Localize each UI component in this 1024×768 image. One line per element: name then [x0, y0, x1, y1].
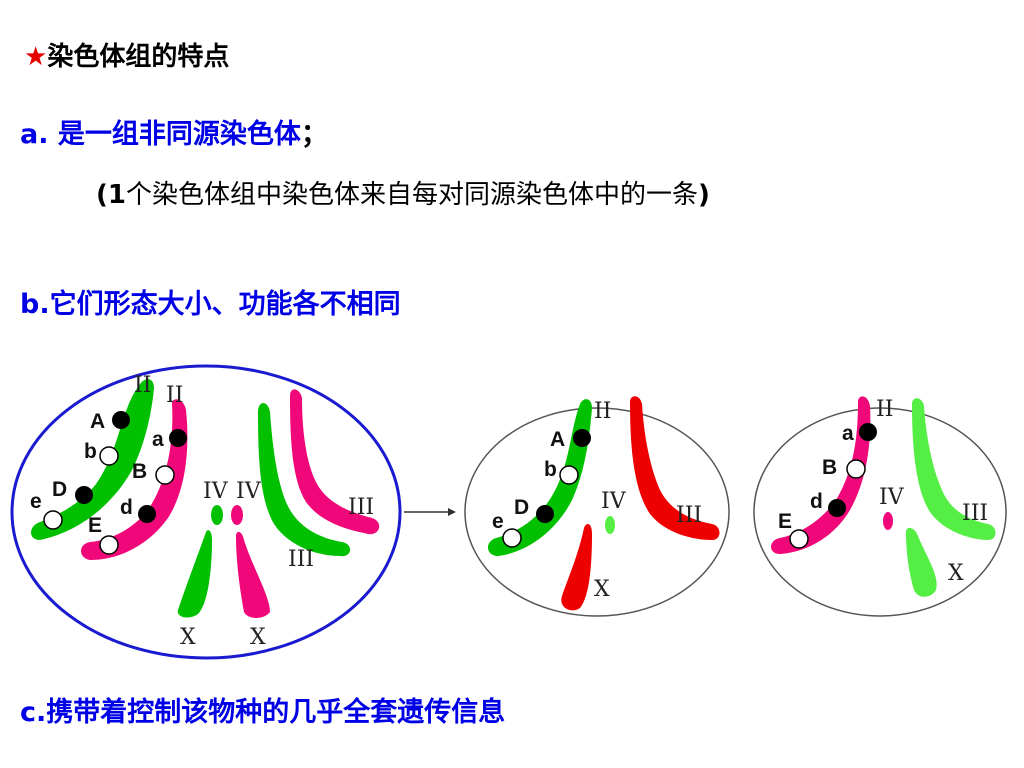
- point-a-semicolon: ；: [300, 119, 328, 150]
- label-ii-2: II: [594, 399, 611, 424]
- gene-B-label: B: [132, 460, 147, 483]
- chromosome-iii-green: [258, 403, 351, 557]
- point-c: c.携带着控制该物种的几乎全套遗传信息: [20, 697, 506, 728]
- gene-E-dot-3: [789, 529, 809, 549]
- label-ii-3: II: [876, 397, 893, 422]
- gene-d-label: d: [120, 496, 133, 519]
- gene-D-dot: [75, 486, 93, 504]
- chromosome-iv-pink: [231, 505, 243, 525]
- cell-gamete-2: [753, 407, 1007, 617]
- gene-a-label: a: [152, 428, 164, 451]
- label-iii-2: III: [676, 503, 702, 528]
- gene-E-label-3: E: [778, 510, 792, 533]
- cell-gamete-1: [464, 407, 730, 617]
- chromosome-iv-pink-3: [883, 512, 893, 530]
- chromosome-iii-red-2: [630, 396, 720, 540]
- label-iv-2: IV: [601, 489, 627, 514]
- note-body: 个染色体组中染色体来自每对同源染色体中的一条: [125, 180, 698, 210]
- chromosome-ii-pink: [81, 399, 188, 560]
- title-text: 染色体组的特点: [47, 42, 230, 72]
- label-ii-green: II: [134, 373, 151, 398]
- point-a-note: (1个染色体组中染色体来自每对同源染色体中的一条): [96, 174, 710, 211]
- gene-b-dot: [99, 446, 119, 466]
- gene-B-dot: [155, 465, 175, 485]
- gene-A-dot: [112, 411, 130, 429]
- gene-e-dot-2: [502, 528, 522, 548]
- gene-D-dot-2: [536, 505, 554, 523]
- label-x-3: X: [948, 561, 964, 586]
- gene-B-label-3: B: [822, 456, 837, 479]
- point-b: b.它们形态大小、功能各不相同: [20, 289, 401, 320]
- label-iii-pink: III: [348, 495, 374, 520]
- gene-d-label-3: d: [810, 490, 823, 513]
- label-iv-green: IV: [203, 479, 229, 504]
- gene-E-label: E: [88, 514, 102, 537]
- chromosome-x-lightgreen-3: [906, 527, 937, 597]
- chromosome-x-green: [177, 530, 212, 618]
- note-close: ): [698, 180, 710, 210]
- arrow-head-icon: [448, 508, 456, 516]
- gene-d-dot-3: [828, 499, 846, 517]
- gene-a-label-3: a: [842, 422, 854, 445]
- chromosome-x-red-2: [561, 524, 592, 611]
- gene-b-label-2: b: [544, 458, 557, 481]
- label-iii-green: III: [288, 547, 314, 572]
- chromosome-x-pink: [236, 531, 270, 618]
- gene-d-dot: [138, 505, 156, 523]
- slide-title: ★染色体组的特点: [24, 36, 229, 73]
- label-x-green: X: [180, 625, 196, 650]
- gene-b-dot-2: [559, 465, 579, 485]
- label-x-2: X: [594, 577, 610, 602]
- cell-diploid: [10, 364, 402, 660]
- gene-D-label-2: D: [514, 496, 529, 519]
- label-iv-pink: IV: [236, 479, 262, 504]
- star-icon: ★: [24, 42, 48, 72]
- gene-a-dot: [169, 429, 187, 447]
- point-a-text: a. 是一组非同源染色体: [20, 119, 301, 150]
- chromosome-iii-lightgreen-3: [912, 398, 996, 540]
- gene-E-dot: [99, 535, 119, 555]
- note-open: (1: [96, 180, 126, 210]
- gene-a-dot-3: [859, 423, 877, 441]
- label-iii-3: III: [962, 501, 988, 526]
- gene-e-dot: [43, 510, 63, 530]
- point-a: a. 是一组非同源染色体；: [20, 112, 328, 151]
- chromosome-iii-pink: [290, 389, 380, 535]
- gene-B-dot-3: [846, 459, 866, 479]
- chromosome-iv-green: [211, 505, 223, 525]
- gene-A-label-2: A: [550, 428, 565, 451]
- gene-e-label: e: [30, 490, 42, 513]
- gene-b-label: b: [84, 440, 97, 463]
- label-iv-3: IV: [879, 485, 905, 510]
- label-ii-pink: II: [166, 383, 183, 408]
- gene-A-label: A: [90, 410, 105, 433]
- chromosome-iv-green-2: [605, 516, 615, 534]
- gene-D-label: D: [52, 478, 67, 501]
- gene-A-dot-2: [573, 429, 591, 447]
- gene-e-label-2: e: [492, 510, 504, 533]
- chromosome-ii-pink-3: [771, 396, 871, 554]
- label-x-pink: X: [250, 625, 266, 650]
